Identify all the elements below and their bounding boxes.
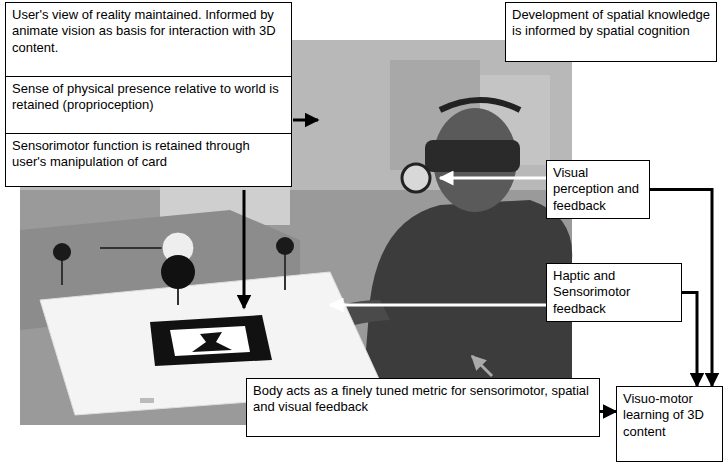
box-text: Development of spatial knowledge is info… [512,7,710,40]
box-text: User's view of reality maintained. Infor… [12,7,285,56]
sphere [276,237,294,255]
text-box: User's view of reality maintained. Infor… [5,2,292,77]
sphere [161,255,195,289]
pointer-arrow [330,304,546,307]
headset [425,140,520,172]
pointer-arrow [293,119,318,122]
text-box: Development of spatial knowledge is info… [505,2,717,62]
text-box: Sense of physical presence relative to w… [5,76,292,134]
text-box: Visual perception and feedback [546,160,650,219]
box-text: Visual perception and feedback [553,165,643,214]
marker-pattern [170,326,250,356]
text-box: Body acts as a finely tuned metric for s… [246,378,600,437]
text-box: Haptic and Sensorimotor feedback [546,263,682,322]
box-text: Body acts as a finely tuned metric for s… [253,383,593,416]
pointer-arrow [243,190,246,308]
fiducial-marker [150,315,272,366]
camera-eye [402,164,430,192]
box-text: Visuo-motor learning of 3D content [623,391,716,440]
headset-strap [440,100,520,110]
box-text: Sense of physical presence relative to w… [12,81,285,114]
text-box: Visuo-motor learning of 3D content [616,386,723,462]
card-tab [140,398,154,403]
pointer-arrow [472,356,492,376]
pointer-arrow [440,177,546,180]
sphere [53,243,71,261]
marker-figure [192,332,232,352]
text-box: Sensorimotor function is retained throug… [5,133,292,187]
connector [600,410,616,413]
box-text: Sensorimotor function is retained throug… [12,138,285,171]
box-text: Haptic and Sensorimotor feedback [553,268,675,317]
connector [682,292,697,386]
